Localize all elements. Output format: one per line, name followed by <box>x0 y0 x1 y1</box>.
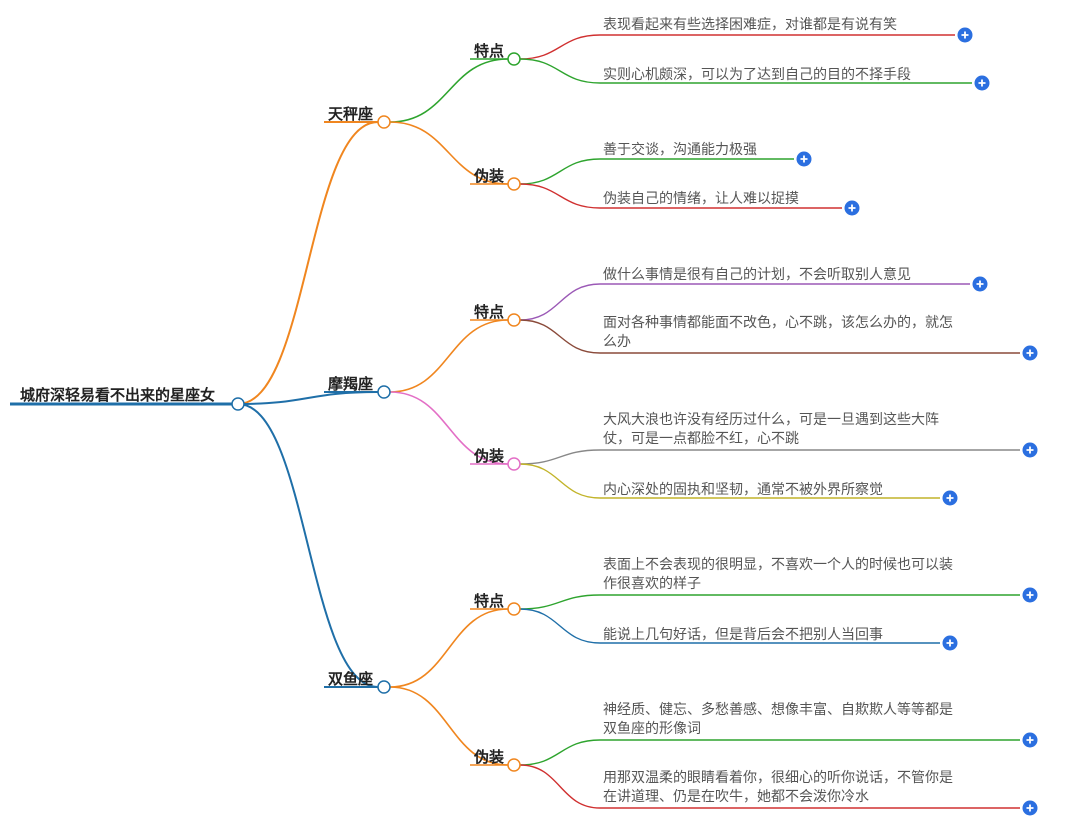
group-node-label[interactable]: 特点 <box>474 42 505 60</box>
leaf-text-line: 内心深处的固执和坚韧，通常不被外界所察觉 <box>603 482 883 498</box>
leaf-text-line: 表面上不会表现的很明显，不喜欢一个人的时候也可以装 <box>603 557 953 573</box>
leaf-text-line: 在讲道理、仍是在吹牛，她都不会泼你冷水 <box>603 789 869 805</box>
leaf-node-text[interactable]: 面对各种事情都能面不改色，心不跳，该怎么办的，就怎么办 <box>603 314 953 352</box>
leaf-text-line: 善于交谈，沟通能力极强 <box>603 142 757 158</box>
leaf-node-text[interactable]: 善于交谈，沟通能力极强 <box>603 141 757 160</box>
leaf-connector <box>519 449 601 465</box>
group-node-circle <box>507 602 521 616</box>
leaf-connector <box>519 764 601 809</box>
group-node-label[interactable]: 特点 <box>474 592 505 610</box>
leaf-node-text[interactable]: 表面上不会表现的很明显，不喜欢一个人的时候也可以装作很喜欢的样子 <box>603 556 953 594</box>
group-connector <box>389 121 509 185</box>
group-connector <box>389 608 509 688</box>
leaf-connector <box>519 34 601 60</box>
group-node-circle <box>507 457 521 471</box>
leaf-node-text[interactable]: 大风大浪也许没有经历过什么，可是一旦遇到这些大阵仗，可是一点都脸不红，心不跳 <box>603 411 939 449</box>
leaf-connector <box>519 283 601 321</box>
leaf-text-line: 神经质、健忘、多愁善感、想像丰富、自欺欺人等等都是 <box>603 702 953 718</box>
leaf-node-text[interactable]: 实则心机颇深，可以为了达到自己的目的不择手段 <box>603 66 911 85</box>
leaf-text-line: 作很喜欢的样子 <box>603 576 701 592</box>
leaf-node-text[interactable]: 表现看起来有些选择困难症，对谁都是有说有笑 <box>603 16 897 35</box>
leaf-node-text[interactable]: 做什么事情是很有自己的计划，不会听取别人意见 <box>603 266 911 285</box>
branch-node-circle <box>377 385 391 399</box>
leaf-connector <box>519 158 601 185</box>
group-connector <box>389 58 509 123</box>
leaf-node-text[interactable]: 神经质、健忘、多愁善感、想像丰富、自欺欺人等等都是双鱼座的形像词 <box>603 701 953 739</box>
group-connector <box>389 686 509 766</box>
branch-node-label[interactable]: 摩羯座 <box>328 375 374 393</box>
leaf-text-line: 用那双温柔的眼睛看着你，很细心的听你说话，不管你是 <box>603 770 953 786</box>
expand-plus-icon[interactable] <box>942 490 958 506</box>
leaf-text-line: 做什么事情是很有自己的计划，不会听取别人意见 <box>603 267 911 283</box>
leaf-text-line: 表现看起来有些选择困难症，对谁都是有说有笑 <box>603 17 897 33</box>
expand-plus-icon[interactable] <box>942 635 958 651</box>
group-node-label[interactable]: 伪装 <box>474 748 505 766</box>
group-node-label[interactable]: 特点 <box>474 303 505 321</box>
group-node-circle <box>507 177 521 191</box>
leaf-text-line: 能说上几句好话，但是背后会不把别人当回事 <box>603 627 883 643</box>
root-node-circle <box>231 397 245 411</box>
expand-plus-icon[interactable] <box>1022 587 1038 603</box>
branch-node-label[interactable]: 双鱼座 <box>328 670 374 688</box>
branch-node-circle <box>377 680 391 694</box>
root-node-label[interactable]: 城府深轻易看不出来的星座女 <box>20 386 216 404</box>
leaf-connector <box>519 608 601 644</box>
expand-plus-icon[interactable] <box>1022 442 1038 458</box>
expand-plus-icon[interactable] <box>1022 345 1038 361</box>
expand-plus-icon[interactable] <box>974 75 990 91</box>
leaf-connector <box>519 463 601 499</box>
leaf-node-text[interactable]: 用那双温柔的眼睛看着你，很细心的听你说话，不管你是在讲道理、仍是在吹牛，她都不会… <box>603 769 953 807</box>
group-node-label[interactable]: 伪装 <box>474 167 505 185</box>
group-node-circle <box>507 758 521 772</box>
leaf-connector <box>519 319 601 354</box>
leaf-text-line: 伪装自己的情绪，让人难以捉摸 <box>603 191 799 207</box>
leaf-node-text[interactable]: 伪装自己的情绪，让人难以捉摸 <box>603 190 799 209</box>
group-node-circle <box>507 52 521 66</box>
expand-plus-icon[interactable] <box>796 151 812 167</box>
expand-plus-icon[interactable] <box>1022 732 1038 748</box>
expand-plus-icon[interactable] <box>844 200 860 216</box>
branch-connector <box>237 403 379 688</box>
leaf-text-line: 么办 <box>603 334 631 350</box>
leaf-text-line: 双鱼座的形像词 <box>603 721 701 737</box>
leaf-text-line: 大风大浪也许没有经历过什么，可是一旦遇到这些大阵 <box>603 412 939 428</box>
leaf-text-line: 面对各种事情都能面不改色，心不跳，该怎么办的，就怎 <box>603 315 953 331</box>
group-node-label[interactable]: 伪装 <box>474 447 505 465</box>
leaf-node-text[interactable]: 能说上几句好话，但是背后会不把别人当回事 <box>603 626 883 645</box>
leaf-node-text[interactable]: 内心深处的固执和坚韧，通常不被外界所察觉 <box>603 481 883 500</box>
group-connector <box>389 319 509 393</box>
branch-node-circle <box>377 115 391 129</box>
expand-plus-icon[interactable] <box>1022 800 1038 816</box>
leaf-connector <box>519 594 601 610</box>
leaf-connector <box>519 739 601 766</box>
group-connector <box>389 391 509 465</box>
leaf-connector <box>519 183 601 209</box>
leaf-text-line: 仗，可是一点都脸不红，心不跳 <box>603 431 799 447</box>
leaf-connector <box>519 58 601 84</box>
group-node-circle <box>507 313 521 327</box>
expand-plus-icon[interactable] <box>957 27 973 43</box>
expand-plus-icon[interactable] <box>972 276 988 292</box>
branch-node-label[interactable]: 天秤座 <box>328 105 374 123</box>
leaf-text-line: 实则心机颇深，可以为了达到自己的目的不择手段 <box>603 67 911 83</box>
branch-connector <box>237 121 379 405</box>
